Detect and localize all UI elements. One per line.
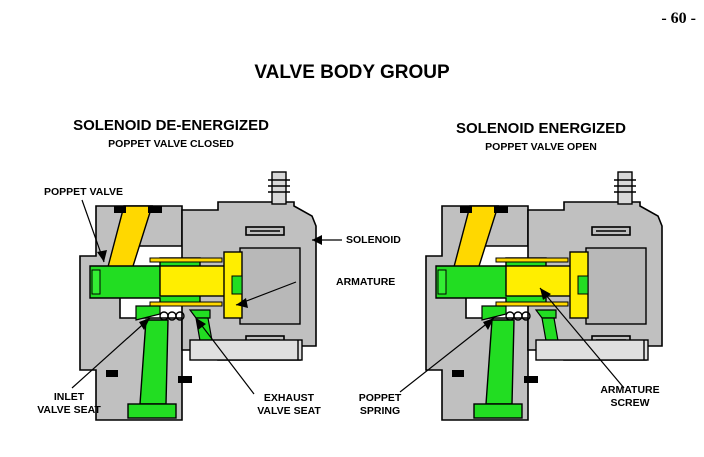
label-poppet-spring-line2: SPRING xyxy=(359,405,401,417)
label-inlet-valve-seat-line2: VALVE SEAT xyxy=(37,404,101,416)
label-armature: ARMATURE xyxy=(336,276,396,288)
label-poppet-spring-line1: POPPET xyxy=(358,392,402,404)
left-diagram-heading: SOLENOID DE-ENERGIZED xyxy=(73,117,269,134)
label-exhaust-valve-seat: EXHAUST VALVE SEAT xyxy=(244,392,334,418)
label-inlet-valve-seat-line1: INLET xyxy=(53,391,85,403)
label-exhaust-valve-seat-line2: VALVE SEAT xyxy=(257,405,321,417)
label-poppet-spring: POPPET SPRING xyxy=(350,392,410,418)
label-poppet-valve: POPPET VALVE xyxy=(44,186,123,198)
solenoid-de-energized-diagram xyxy=(79,171,317,421)
left-diagram-subheading: POPPET VALVE CLOSED xyxy=(108,138,234,150)
arrow-heads-right xyxy=(483,288,551,330)
right-diagram-subheading: POPPET VALVE OPEN xyxy=(485,141,597,153)
label-armature-screw-line2: SCREW xyxy=(610,397,650,409)
arrow-heads-left xyxy=(97,235,322,330)
leader-lines-right xyxy=(399,287,625,393)
label-armature-screw-line1: ARMATURE xyxy=(600,384,660,396)
label-solenoid: SOLENOID xyxy=(346,234,401,246)
label-exhaust-valve-seat-line1: EXHAUST xyxy=(263,392,315,404)
page-title: VALVE BODY GROUP xyxy=(254,62,450,83)
right-diagram-heading: SOLENOID ENERGIZED xyxy=(455,120,627,137)
label-inlet-valve-seat: INLET VALVE SEAT xyxy=(26,391,112,417)
page-number: - 60 - xyxy=(661,10,696,27)
label-armature-screw: ARMATURE SCREW xyxy=(590,384,670,410)
